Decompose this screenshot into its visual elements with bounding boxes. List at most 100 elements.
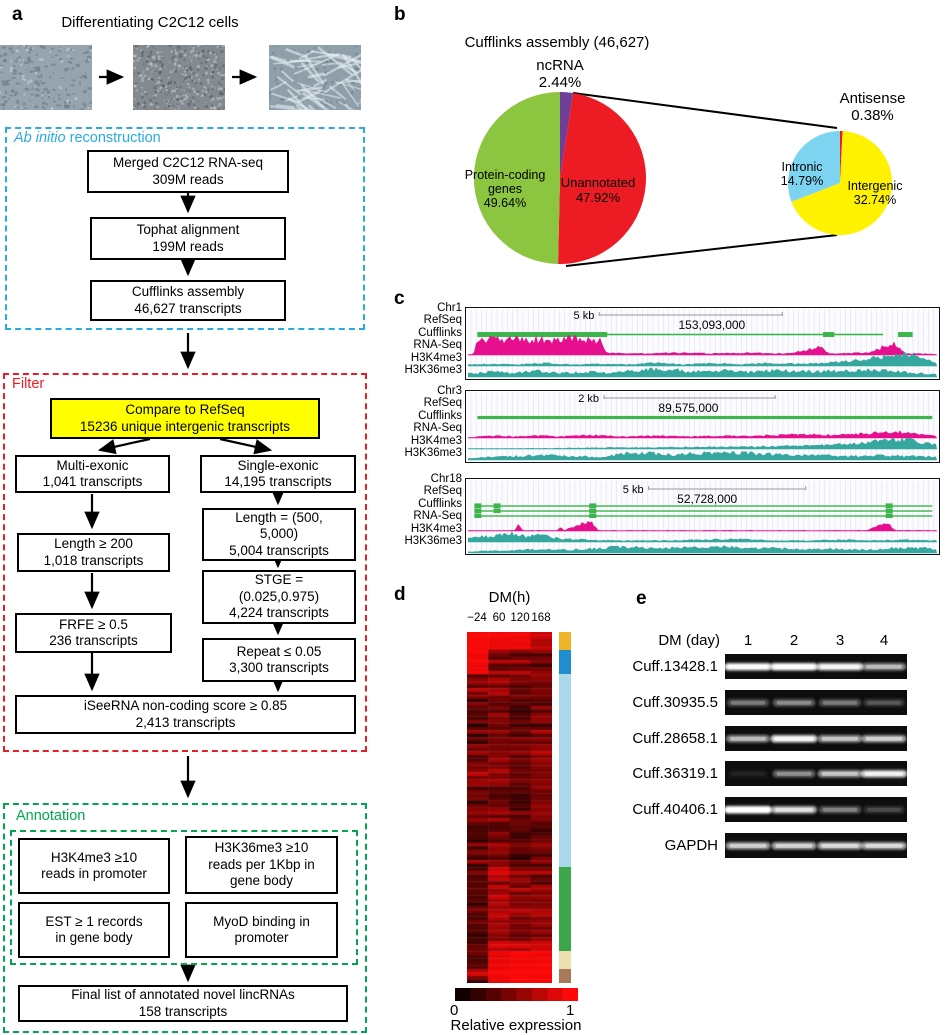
annotation-inner-box — [10, 830, 358, 965]
gel-image — [725, 833, 907, 858]
flow-box-tophat: Tophat alignment 199M reads — [90, 217, 286, 260]
flow-box-single-exonic: Single-exonic 14,195 transcripts — [200, 455, 356, 493]
gel-lane-label: 4 — [879, 632, 889, 649]
exon-block — [589, 513, 597, 518]
expression-heatmap — [467, 632, 552, 983]
myotube-streak — [325, 68, 361, 93]
position-label: 52,728,000 — [677, 492, 737, 506]
transcript-exon — [898, 332, 913, 337]
track-label: RefSeq — [423, 314, 462, 327]
cluster-color-bar — [559, 632, 571, 983]
gel-band — [772, 699, 816, 707]
flow-box-frfe: FRFE ≥ 0.5 236 transcripts — [15, 613, 172, 653]
myotube-streak — [293, 54, 338, 75]
gel-band-core — [822, 807, 858, 812]
myotube-streak — [313, 79, 327, 87]
track-background — [466, 391, 939, 462]
pie-title: Cufflinks assembly (46,627) — [464, 34, 650, 51]
myotube-streak — [276, 76, 302, 96]
heatmap-col-label: 60 — [492, 612, 506, 624]
gel-band — [863, 806, 905, 814]
pie-charts — [473, 91, 893, 267]
gel-band — [818, 806, 862, 814]
myotube-streak — [301, 88, 337, 109]
myotube-streak — [285, 55, 321, 64]
track-label: H3K36me3 — [404, 447, 462, 460]
exon-block — [493, 508, 501, 513]
scale-label: 2 kb — [578, 393, 599, 405]
myotube-streak — [271, 55, 287, 63]
h3k4me3-signal — [468, 437, 937, 449]
gel-row-label: Cuff.28658.1 — [632, 730, 718, 747]
myotube-streak — [269, 55, 296, 69]
flow-box-iseerna: iSeeRNA non-coding score ≥ 0.85 2,413 tr… — [15, 695, 356, 734]
track-label: H3K4me3 — [410, 522, 462, 535]
h3k4me3-signal — [468, 531, 937, 542]
track-label: H3K36me3 — [404, 535, 462, 548]
myotube-streak — [351, 58, 361, 93]
zoom-pie-slice-intergenic — [791, 131, 893, 235]
cluster-segment-cluster-3 — [559, 674, 571, 868]
flow-box-length-500-5000: Length = (500, 5,000) 5,004 transcripts — [202, 508, 356, 561]
track-label: H3K36me3 — [404, 364, 462, 377]
panel-label-a: a — [12, 4, 23, 25]
flow-box-myod-criterion: MyoD binding in promoter — [185, 902, 338, 958]
myotube-streak — [297, 82, 328, 93]
gel-band-core — [728, 807, 768, 812]
gel-row-label: Cuff.40406.1 — [632, 801, 718, 818]
exon-block — [885, 508, 893, 513]
gel-band-core — [867, 700, 901, 705]
gel-band-core — [821, 771, 859, 776]
exon-block — [885, 503, 893, 508]
gel-band-core — [774, 736, 814, 741]
heatmap-col-label: −24 — [467, 612, 487, 624]
exon-block — [589, 508, 597, 513]
transcript-line — [475, 510, 933, 512]
h3k36me3-signal — [468, 545, 937, 553]
track-label: RefSeq — [423, 485, 462, 498]
gel-header: DM (day) — [658, 632, 720, 649]
gel-band-core — [864, 771, 904, 776]
flow-box-compare-refseq: Compare to RefSeq 15236 unique intergeni… — [50, 398, 320, 439]
panel-a-title: Differentiating C2C12 cells — [61, 14, 239, 31]
gel-row-label: Cuff.13428.1 — [632, 658, 718, 675]
transcript-exon — [477, 415, 933, 420]
panel-label-b: b — [394, 4, 406, 25]
micrograph-proliferating — [0, 45, 92, 110]
scale-max-label: 1 — [566, 1002, 575, 1019]
myotube-streak — [285, 48, 308, 59]
track-labels-chr18: Chr18 RefSeq Cufflinks RNA-Seq H3K4me3 H… — [388, 473, 462, 547]
track-label: RNA-Seq — [413, 339, 462, 352]
flow-box-length-200: Length ≥ 200 1,018 transcripts — [17, 533, 170, 572]
annotation-section-box — [3, 803, 367, 1033]
track-label: Cufflinks — [418, 497, 462, 510]
flow-box-merged-rnaseq: Merged C2C12 RNA-seq 309M reads — [87, 150, 289, 193]
scale-label: 5 kb — [623, 484, 644, 496]
filter-section-box — [3, 373, 367, 752]
gel-band — [772, 770, 816, 778]
pie-label-antisense: Antisense 0.38% — [839, 90, 906, 124]
scale-min-label: 0 — [450, 1002, 459, 1019]
exon-block — [885, 513, 893, 518]
h3k36me3-signal — [468, 367, 937, 377]
gel-band-core — [821, 736, 859, 741]
heatmap-title: DM(h) — [488, 589, 531, 606]
gel-band-core — [867, 807, 901, 812]
myotube-streak — [270, 92, 298, 103]
main-pie-slice-protein-coding-genes — [473, 91, 560, 264]
myotube-streak — [310, 50, 352, 58]
gel-band-core — [866, 664, 902, 669]
ab-initio-section-box — [5, 127, 365, 330]
genome-browser-chr18: 5 kb 52,728,000 — [465, 478, 940, 555]
gel-image — [725, 654, 907, 679]
gel-lane-label: 3 — [835, 632, 845, 649]
rnaseq-signal — [468, 521, 937, 531]
gel-band-core — [775, 843, 813, 848]
rnaseq-signal — [468, 430, 937, 438]
cluster-segment-cluster-1 — [559, 632, 571, 650]
gel-row-label: Cuff.30935.5 — [632, 694, 718, 711]
ab-initio-rest: reconstruction — [65, 130, 161, 146]
myotube-streak — [287, 89, 316, 110]
